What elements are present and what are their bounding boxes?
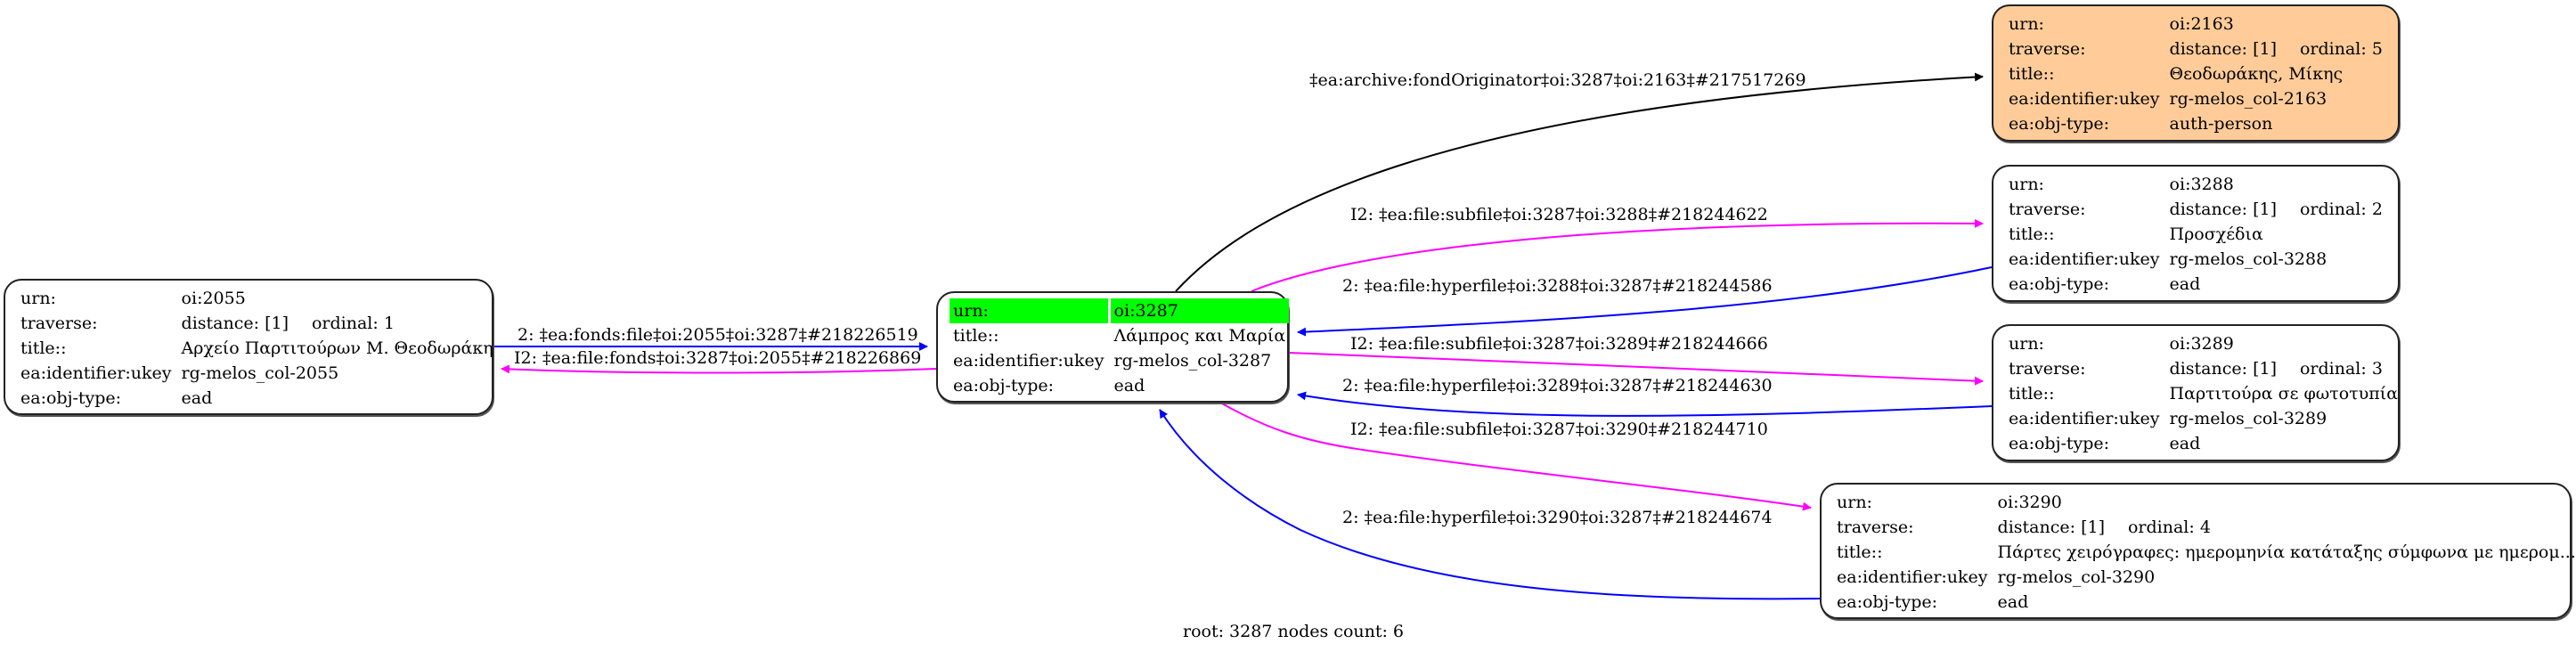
node-oi-2163[interactable]: urn: oi:2163 traverse: distance: [1] ordina… — [1992, 4, 2400, 142]
ukey-key: ea:identifier:ukey — [1837, 567, 1988, 587]
urn-value: oi:3288 — [2169, 175, 2234, 194]
node-oi-3290[interactable]: urn: oi:3290 traverse: distance: [1] ordina… — [1820, 483, 2576, 619]
edge-hyperfile-3289-3287[interactable] — [1297, 391, 1993, 417]
objtype-value: ead — [2169, 274, 2201, 294]
objtype-value: ead — [2169, 434, 2201, 453]
distance-value: distance: [1] — [2169, 39, 2277, 59]
edge-label: I2: ‡ea:file:subfile‡oi:3287‡oi:3288‡#21… — [1350, 205, 1768, 224]
ukey-value: rg-melos_col-2163 — [2169, 89, 2327, 109]
edge-subfile-3287-3288[interactable] — [1251, 218, 1984, 292]
node-oi-3289[interactable]: urn: oi:3289 traverse: distance: [1] ordina… — [1992, 324, 2400, 461]
urn-key: urn: — [20, 289, 56, 308]
objtype-value: auth-person — [2169, 114, 2273, 134]
title-value: Θεοδωράκης, Μίκης — [2169, 64, 2344, 84]
node-oi-2055[interactable]: urn: oi:2055 traverse: distance: [1] ordina… — [4, 279, 493, 415]
ukey-value: rg-melos_col-3289 — [2169, 409, 2327, 428]
edge-file-fonds-3287-2055[interactable] — [501, 364, 937, 374]
ukey-value: rg-melos_col-2055 — [181, 363, 339, 383]
ukey-value: rg-melos_col-3287 — [1113, 351, 1272, 371]
urn-value: oi:3289 — [2169, 334, 2234, 354]
edge-label: ‡ea:archive:fondOriginator‡oi:3287‡oi:21… — [1309, 70, 1806, 90]
title-key: title:: — [20, 338, 67, 358]
urn-value: oi:2055 — [181, 289, 246, 308]
title-value: Προσχέδια — [2169, 224, 2263, 244]
node-oi-3288[interactable]: urn: oi:3288 traverse: distance: [1] ordina… — [1992, 165, 2400, 302]
ordinal-value: ordinal: 4 — [2127, 518, 2211, 537]
urn-value: oi:3290 — [1997, 493, 2062, 512]
objtype-key: ea:obj-type: — [2009, 274, 2110, 294]
traverse-key: traverse: — [2009, 200, 2086, 219]
title-value: Αρχείο Παρτιτούρων Μ. Θεοδωράκη — [181, 338, 493, 358]
traverse-value: distance: [1] ordinal: 4 — [1994, 515, 2576, 540]
objtype-key: ea:obj-type: — [20, 388, 122, 408]
distance-value: distance: [1] — [1997, 518, 2105, 537]
ukey-key: ea:identifier:ukey — [953, 351, 1105, 371]
traverse-key: traverse: — [2009, 39, 2086, 59]
edge-hyperfile-3290-3287[interactable] — [1159, 409, 1821, 600]
urn-key: urn: — [2009, 175, 2044, 194]
urn-value: oi:2163 — [2169, 14, 2234, 34]
edge-hyperfile-3288-3287[interactable] — [1297, 266, 1993, 337]
traverse-value: distance: [1] ordinal: 2 — [2166, 197, 2386, 222]
traverse-key: traverse: — [1837, 518, 1914, 537]
ukey-key: ea:identifier:ukey — [20, 363, 172, 383]
distance-value: distance: [1] — [2169, 200, 2277, 219]
ukey-value: rg-melos_col-3290 — [1997, 567, 2156, 587]
edge-label: I2: ‡ea:file:fonds‡oi:3287‡oi:2055‡#2182… — [514, 348, 922, 368]
title-key: title:: — [2009, 384, 2055, 403]
edge-subfile-3287-3289[interactable] — [1288, 352, 1984, 386]
ordinal-value: ordinal: 2 — [2299, 200, 2383, 219]
urn-key: urn: — [2009, 334, 2044, 354]
title-key: title:: — [2009, 224, 2055, 244]
ukey-value: rg-melos_col-3288 — [2169, 249, 2327, 269]
edge-label: 2: ‡ea:file:hyperfile‡oi:3289‡oi:3287‡#2… — [1342, 376, 1773, 395]
title-key: title:: — [1837, 542, 1883, 562]
ukey-key: ea:identifier:ukey — [2009, 249, 2160, 269]
traverse-key: traverse: — [2009, 359, 2086, 379]
urn-key: urn: — [950, 298, 1108, 323]
objtype-key: ea:obj-type: — [1837, 592, 1938, 612]
title-key: title:: — [2009, 64, 2055, 84]
graph-footer: root: 3287 nodes count: 6 — [1183, 622, 1405, 641]
edge-label: 2: ‡ea:fonds:file‡oi:2055‡oi:3287‡#21822… — [518, 325, 918, 345]
traverse-value: distance: [1] ordinal: 1 — [178, 311, 497, 336]
urn-key: urn: — [1837, 493, 1872, 512]
traverse-key: traverse: — [20, 314, 98, 333]
ordinal-value: ordinal: 1 — [311, 314, 395, 333]
objtype-key: ea:obj-type: — [953, 376, 1055, 395]
objtype-key: ea:obj-type: — [2009, 434, 2110, 453]
title-value: Πάρτες χειρόγραφες: ημερομηνία κατάταξης… — [1997, 542, 2576, 562]
edge-label: 2: ‡ea:file:hyperfile‡oi:3288‡oi:3287‡#2… — [1342, 276, 1773, 296]
title-key: title:: — [953, 326, 999, 346]
objtype-value: ead — [1113, 376, 1145, 395]
title-value: Λάμπρος και Μαρία — [1113, 326, 1286, 346]
objtype-key: ea:obj-type: — [2009, 114, 2110, 134]
objtype-value: ead — [1997, 592, 2029, 612]
edge-fond-originator-3287-2163[interactable] — [1175, 72, 1984, 292]
title-value: Παρτιτούρα σε φωτοτυπία — [2169, 384, 2399, 403]
ukey-key: ea:identifier:ukey — [2009, 89, 2160, 109]
traverse-value: distance: [1] ordinal: 5 — [2166, 37, 2386, 61]
objtype-value: ead — [181, 388, 213, 408]
ordinal-value: ordinal: 3 — [2299, 359, 2383, 379]
urn-value: oi:3287 — [1110, 298, 1290, 323]
ordinal-value: ordinal: 5 — [2299, 39, 2383, 59]
edge-label: I2: ‡ea:file:subfile‡oi:3287‡oi:3289‡#21… — [1350, 334, 1768, 354]
edge-label: I2: ‡ea:file:subfile‡oi:3287‡oi:3290‡#21… — [1350, 420, 1768, 439]
node-oi-3287-root[interactable]: urn:oi:3287 title::Λάμπρος και Μαρία ea:… — [936, 291, 1290, 403]
edge-subfile-3287-3290[interactable] — [1219, 402, 1812, 511]
distance-value: distance: [1] — [181, 314, 289, 333]
edge-label: 2: ‡ea:file:hyperfile‡oi:3290‡oi:3287‡#2… — [1342, 508, 1773, 527]
distance-value: distance: [1] — [2169, 359, 2277, 379]
traverse-value: distance: [1] ordinal: 3 — [2166, 356, 2402, 381]
urn-key: urn: — [2009, 14, 2044, 34]
ukey-key: ea:identifier:ukey — [2009, 409, 2160, 428]
